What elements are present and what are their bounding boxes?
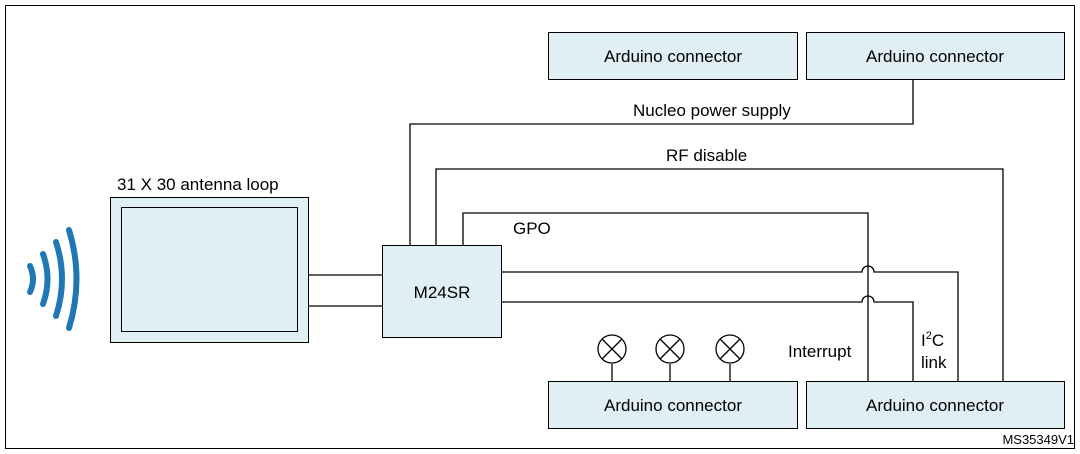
arduino-connector-bottom-left (548, 381, 798, 429)
arduino-connector-top-right (806, 32, 1065, 80)
arduino-connector-top-left (548, 32, 798, 80)
figure-id: MS35349V1 (1002, 432, 1074, 447)
rf-waves-icon (27, 227, 80, 331)
m24sr-chip (382, 245, 502, 338)
i2c-label: I2C (921, 330, 944, 350)
arduino-connector-label: Arduino connector (604, 396, 742, 415)
arduino-connector-label: Arduino connector (866, 396, 1004, 415)
wires (308, 80, 1004, 381)
arduino-connector-bottom-right (806, 381, 1065, 429)
led-indicator-1 (597, 334, 627, 364)
m24sr-label: M24SR (414, 283, 471, 302)
i2c-wire-1 (502, 265, 959, 381)
rf-disable-wire (435, 168, 1004, 381)
led-indicator-2 (655, 334, 685, 364)
interrupt-label: Interrupt (788, 342, 852, 361)
arduino-connector-label: Arduino connector (604, 47, 742, 66)
gpo-label: GPO (513, 219, 551, 238)
arduino-connector-label: Arduino connector (866, 47, 1004, 66)
antenna-loop (110, 197, 309, 343)
led-indicator-3 (715, 334, 745, 364)
i2c-link-label: link (921, 353, 947, 372)
rf-disable-label: RF disable (666, 146, 747, 165)
power-supply-label: Nucleo power supply (633, 101, 791, 120)
power-supply-wire (409, 80, 914, 245)
i2c-wire-2 (502, 295, 914, 381)
antenna-label: 31 X 30 antenna loop (117, 175, 279, 194)
gpo-interrupt-wire (462, 212, 869, 381)
